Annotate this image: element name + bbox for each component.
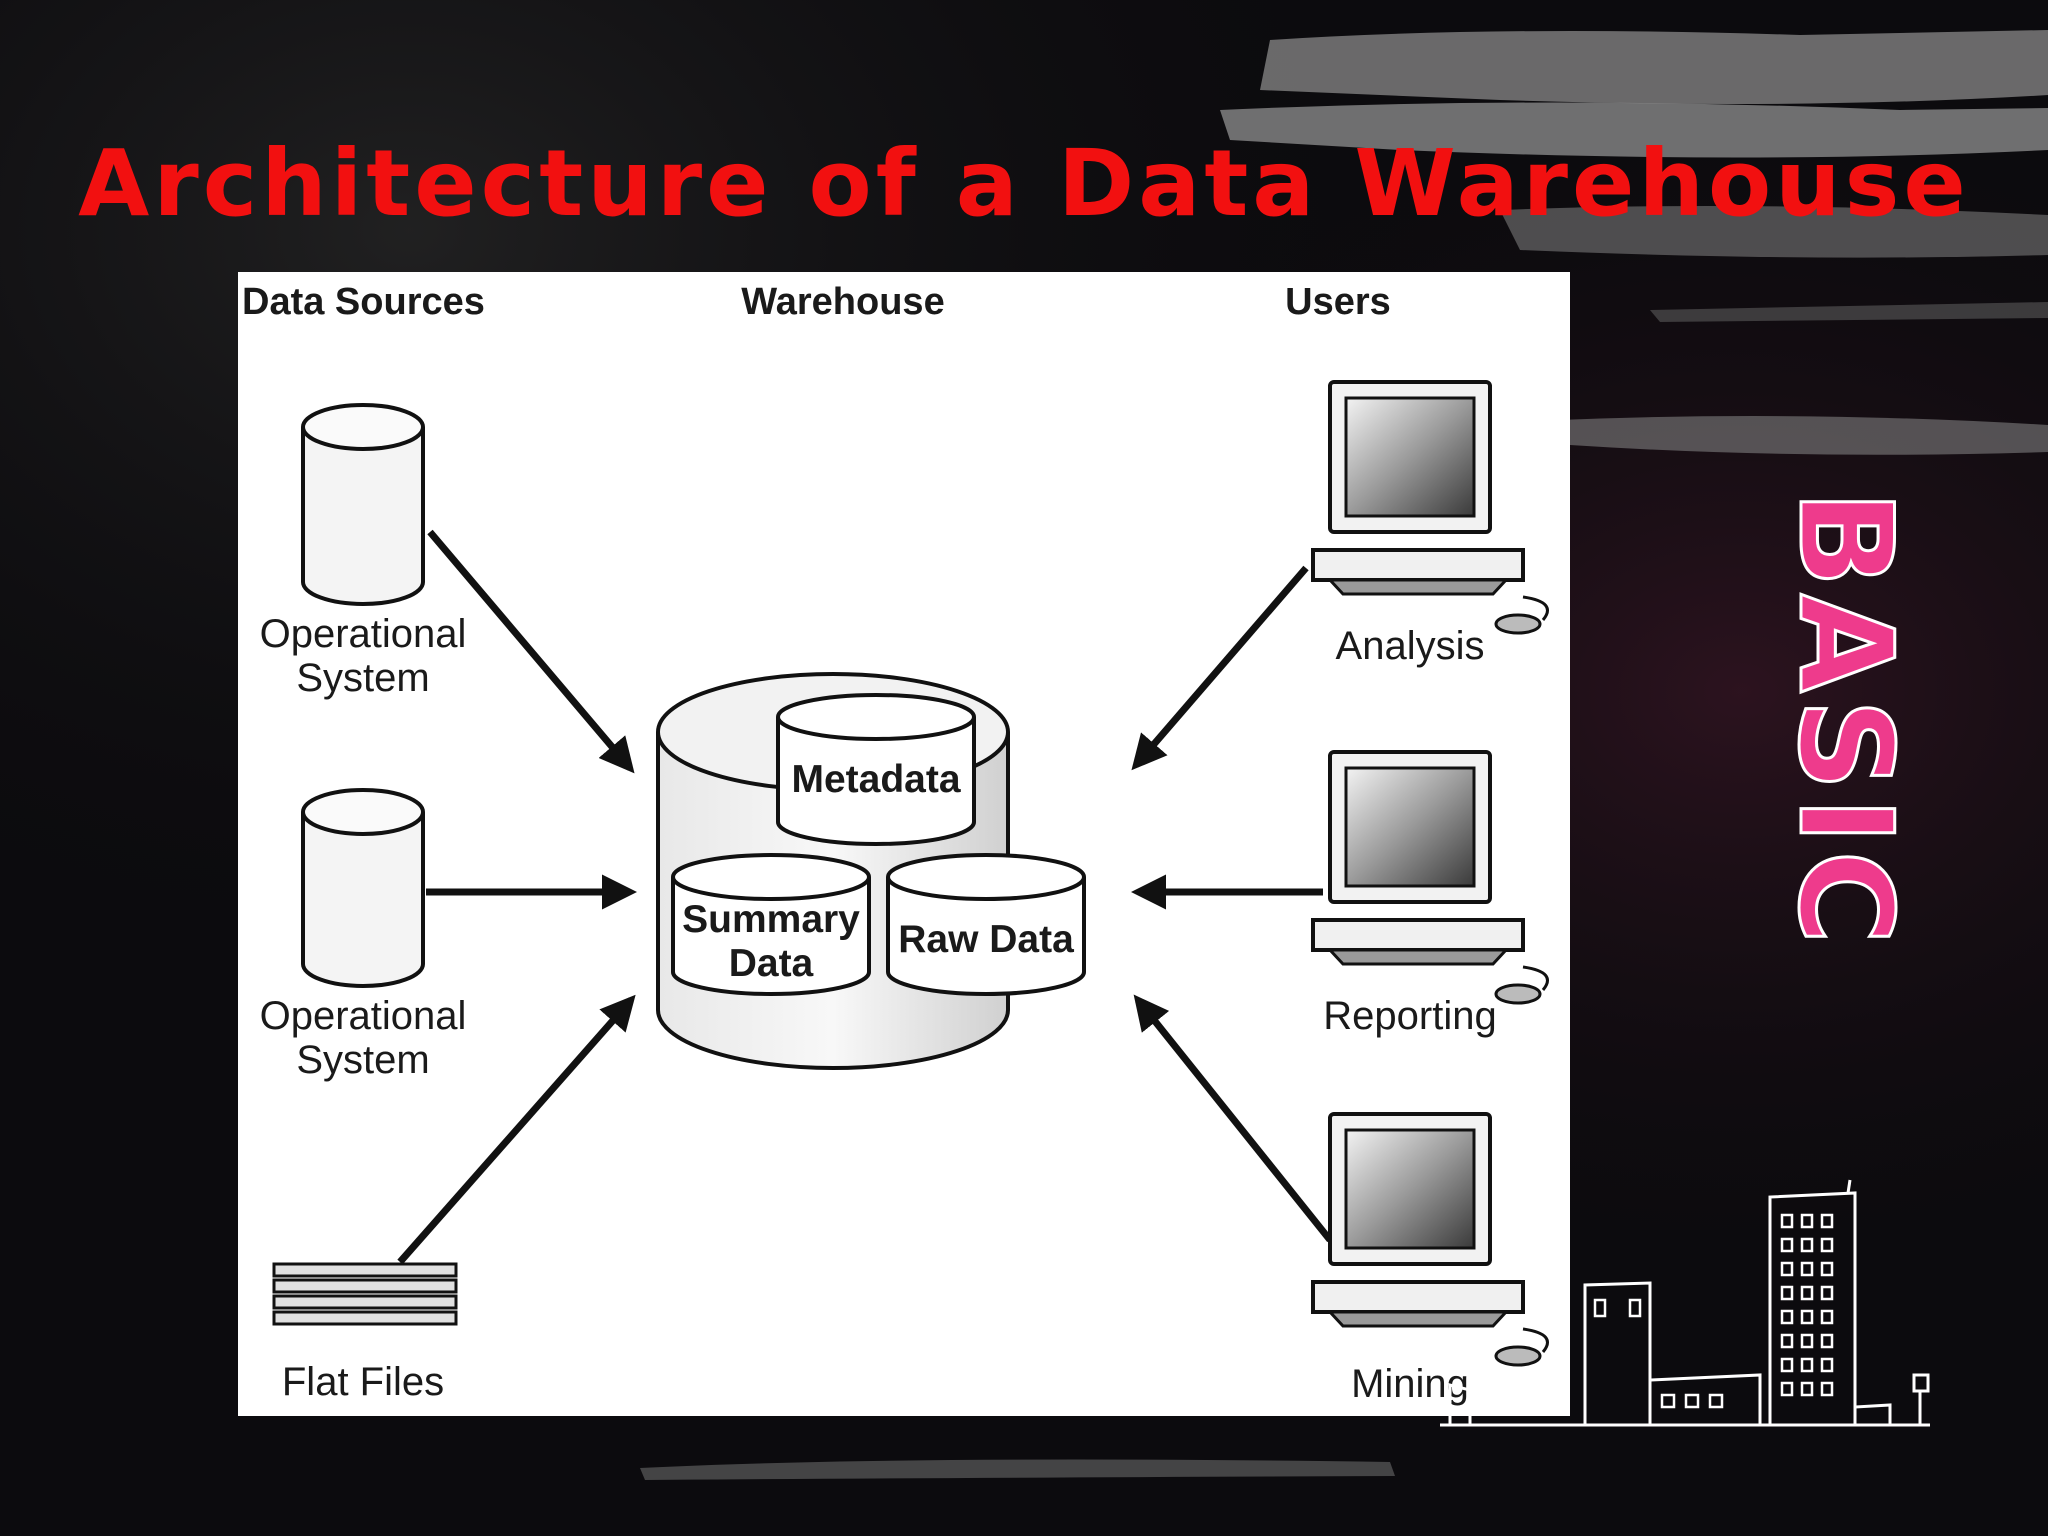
flat-files-icon <box>272 1262 458 1326</box>
warehouse-label-summary-data: Summary Data <box>673 898 869 986</box>
source-label-line1: Operational <box>259 612 467 656</box>
computer-workstation-icon <box>1311 750 1549 1005</box>
computer-workstation-icon <box>1311 380 1549 635</box>
raw-data-cylinder-icon <box>886 853 1086 996</box>
metadata-cylinder-icon <box>776 693 976 846</box>
arrow-user-1 <box>1131 565 1309 771</box>
warehouse-label-raw-data: Raw Data <box>898 918 1074 961</box>
slide-title: Architecture of a Data Warehouse <box>78 130 1970 237</box>
warehouse-label-metadata: Metadata <box>791 758 961 801</box>
column-heading-warehouse: Warehouse <box>741 281 945 323</box>
source-label-line2: System <box>296 656 430 700</box>
user-label-reporting: Reporting <box>1323 994 1497 1038</box>
source-label-operational-system-2: Operational System <box>233 994 493 1082</box>
source-label-operational-system-1: Operational System <box>233 612 493 700</box>
side-label-basic: BASIC <box>1769 488 1921 951</box>
source-label-flat-files: Flat Files <box>281 1360 445 1404</box>
diagram-graphics <box>272 380 1549 1367</box>
computer-workstation-icon <box>1311 1112 1549 1367</box>
summary-label-line2: Data <box>728 942 814 985</box>
user-label-analysis: Analysis <box>1335 624 1485 668</box>
arrow-user-3 <box>1133 994 1333 1243</box>
summary-label-line1: Summary <box>682 898 860 941</box>
database-cylinder-icon <box>301 788 425 988</box>
summary-data-cylinder-icon <box>671 853 871 996</box>
arrow-source-3 <box>397 994 636 1265</box>
arrow-source-1 <box>427 529 635 774</box>
architecture-diagram: Data Sources Warehouse Users Operational… <box>238 272 1570 1416</box>
column-heading-users: Users <box>1285 281 1391 323</box>
source-label-line2: System <box>296 1038 430 1082</box>
source-label-line1: Operational <box>259 994 467 1038</box>
database-cylinder-icon <box>301 403 425 606</box>
column-heading-data-sources: Data Sources <box>242 281 485 323</box>
city-sketch-icon <box>1440 1179 1930 1427</box>
